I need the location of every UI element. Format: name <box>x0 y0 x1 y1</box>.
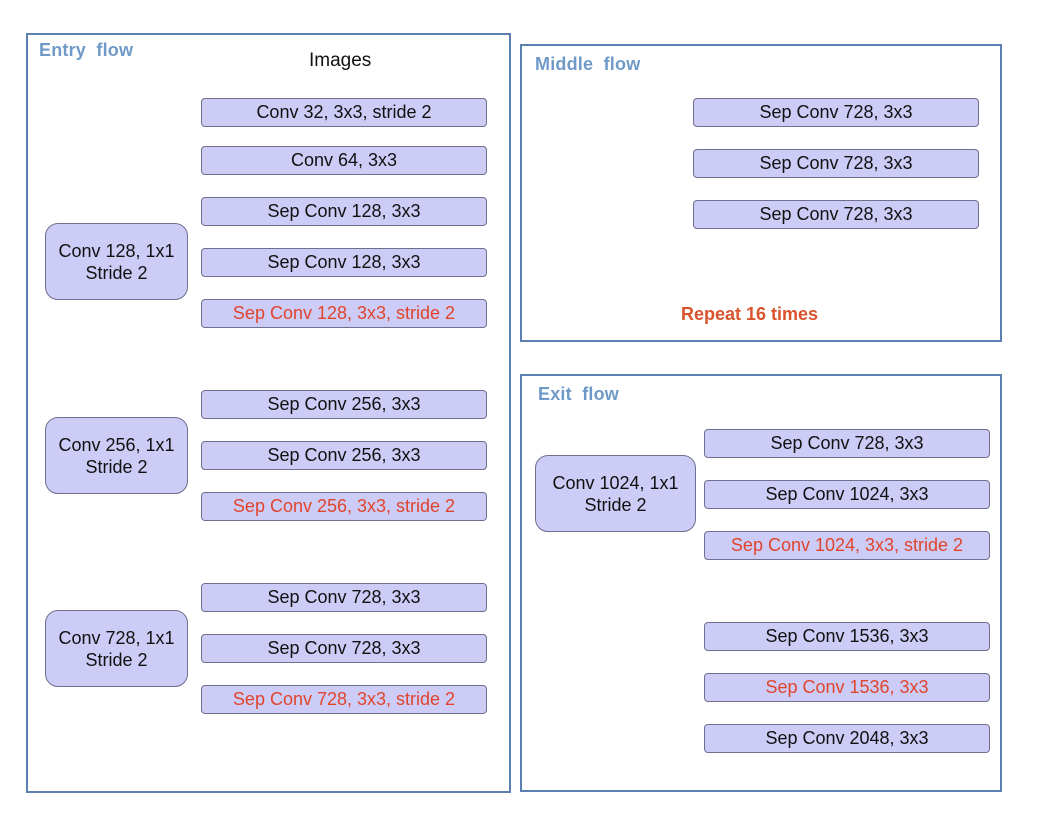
stem-conv-1: Conv 32, 3x3, stride 2 <box>201 98 487 127</box>
input-images-label: Images <box>309 50 372 71</box>
entry-shortcut-1: Conv 128, 1x1 Stride 2 <box>45 223 188 300</box>
exit-tail-1: Sep Conv 1536, 3x3 <box>704 622 990 651</box>
entry-b3-layer-1: Sep Conv 728, 3x3 <box>201 583 487 612</box>
repeat-count-label: Repeat 16 times <box>681 304 819 324</box>
shortcut-line-1: Conv 728, 1x1 <box>58 627 175 648</box>
exit-layer-2: Sep Conv 1024, 3x3 <box>704 480 990 509</box>
entry-b2-layer-2: Sep Conv 256, 3x3 <box>201 441 487 470</box>
exit-shortcut: Conv 1024, 1x1 Stride 2 <box>535 455 696 532</box>
exit-tail-2: Sep Conv 1536, 3x3 <box>704 673 990 702</box>
shortcut-line-2: Stride 2 <box>85 456 148 477</box>
exit-layer-3: Sep Conv 1024, 3x3, stride 2 <box>704 531 990 560</box>
exit-layer-1: Sep Conv 728, 3x3 <box>704 429 990 458</box>
entry-b1-layer-2: Sep Conv 128, 3x3 <box>201 248 487 277</box>
entry-flow-title: Entry flow <box>39 40 134 60</box>
entry-b2-layer-3: Sep Conv 256, 3x3, stride 2 <box>201 492 487 521</box>
exit-flow-title: Exit flow <box>538 384 620 404</box>
shortcut-line-1: Conv 256, 1x1 <box>58 434 175 455</box>
shortcut-line-2: Stride 2 <box>584 494 647 515</box>
shortcut-line-2: Stride 2 <box>85 262 148 283</box>
stem-conv-2: Conv 64, 3x3 <box>201 146 487 175</box>
entry-b1-layer-1: Sep Conv 128, 3x3 <box>201 197 487 226</box>
entry-b2-layer-1: Sep Conv 256, 3x3 <box>201 390 487 419</box>
entry-shortcut-2: Conv 256, 1x1 Stride 2 <box>45 417 188 494</box>
exit-tail-3: Sep Conv 2048, 3x3 <box>704 724 990 753</box>
middle-flow-panel <box>520 44 1002 342</box>
entry-b1-layer-3: Sep Conv 128, 3x3, stride 2 <box>201 299 487 328</box>
middle-layer-3: Sep Conv 728, 3x3 <box>693 200 979 229</box>
shortcut-line-2: Stride 2 <box>85 649 148 670</box>
entry-b3-layer-2: Sep Conv 728, 3x3 <box>201 634 487 663</box>
middle-flow-title: Middle flow <box>535 54 641 74</box>
shortcut-line-1: Conv 128, 1x1 <box>58 240 175 261</box>
entry-b3-layer-3: Sep Conv 728, 3x3, stride 2 <box>201 685 487 714</box>
middle-layer-2: Sep Conv 728, 3x3 <box>693 149 979 178</box>
shortcut-line-1: Conv 1024, 1x1 <box>552 472 679 493</box>
entry-shortcut-3: Conv 728, 1x1 Stride 2 <box>45 610 188 687</box>
middle-layer-1: Sep Conv 728, 3x3 <box>693 98 979 127</box>
